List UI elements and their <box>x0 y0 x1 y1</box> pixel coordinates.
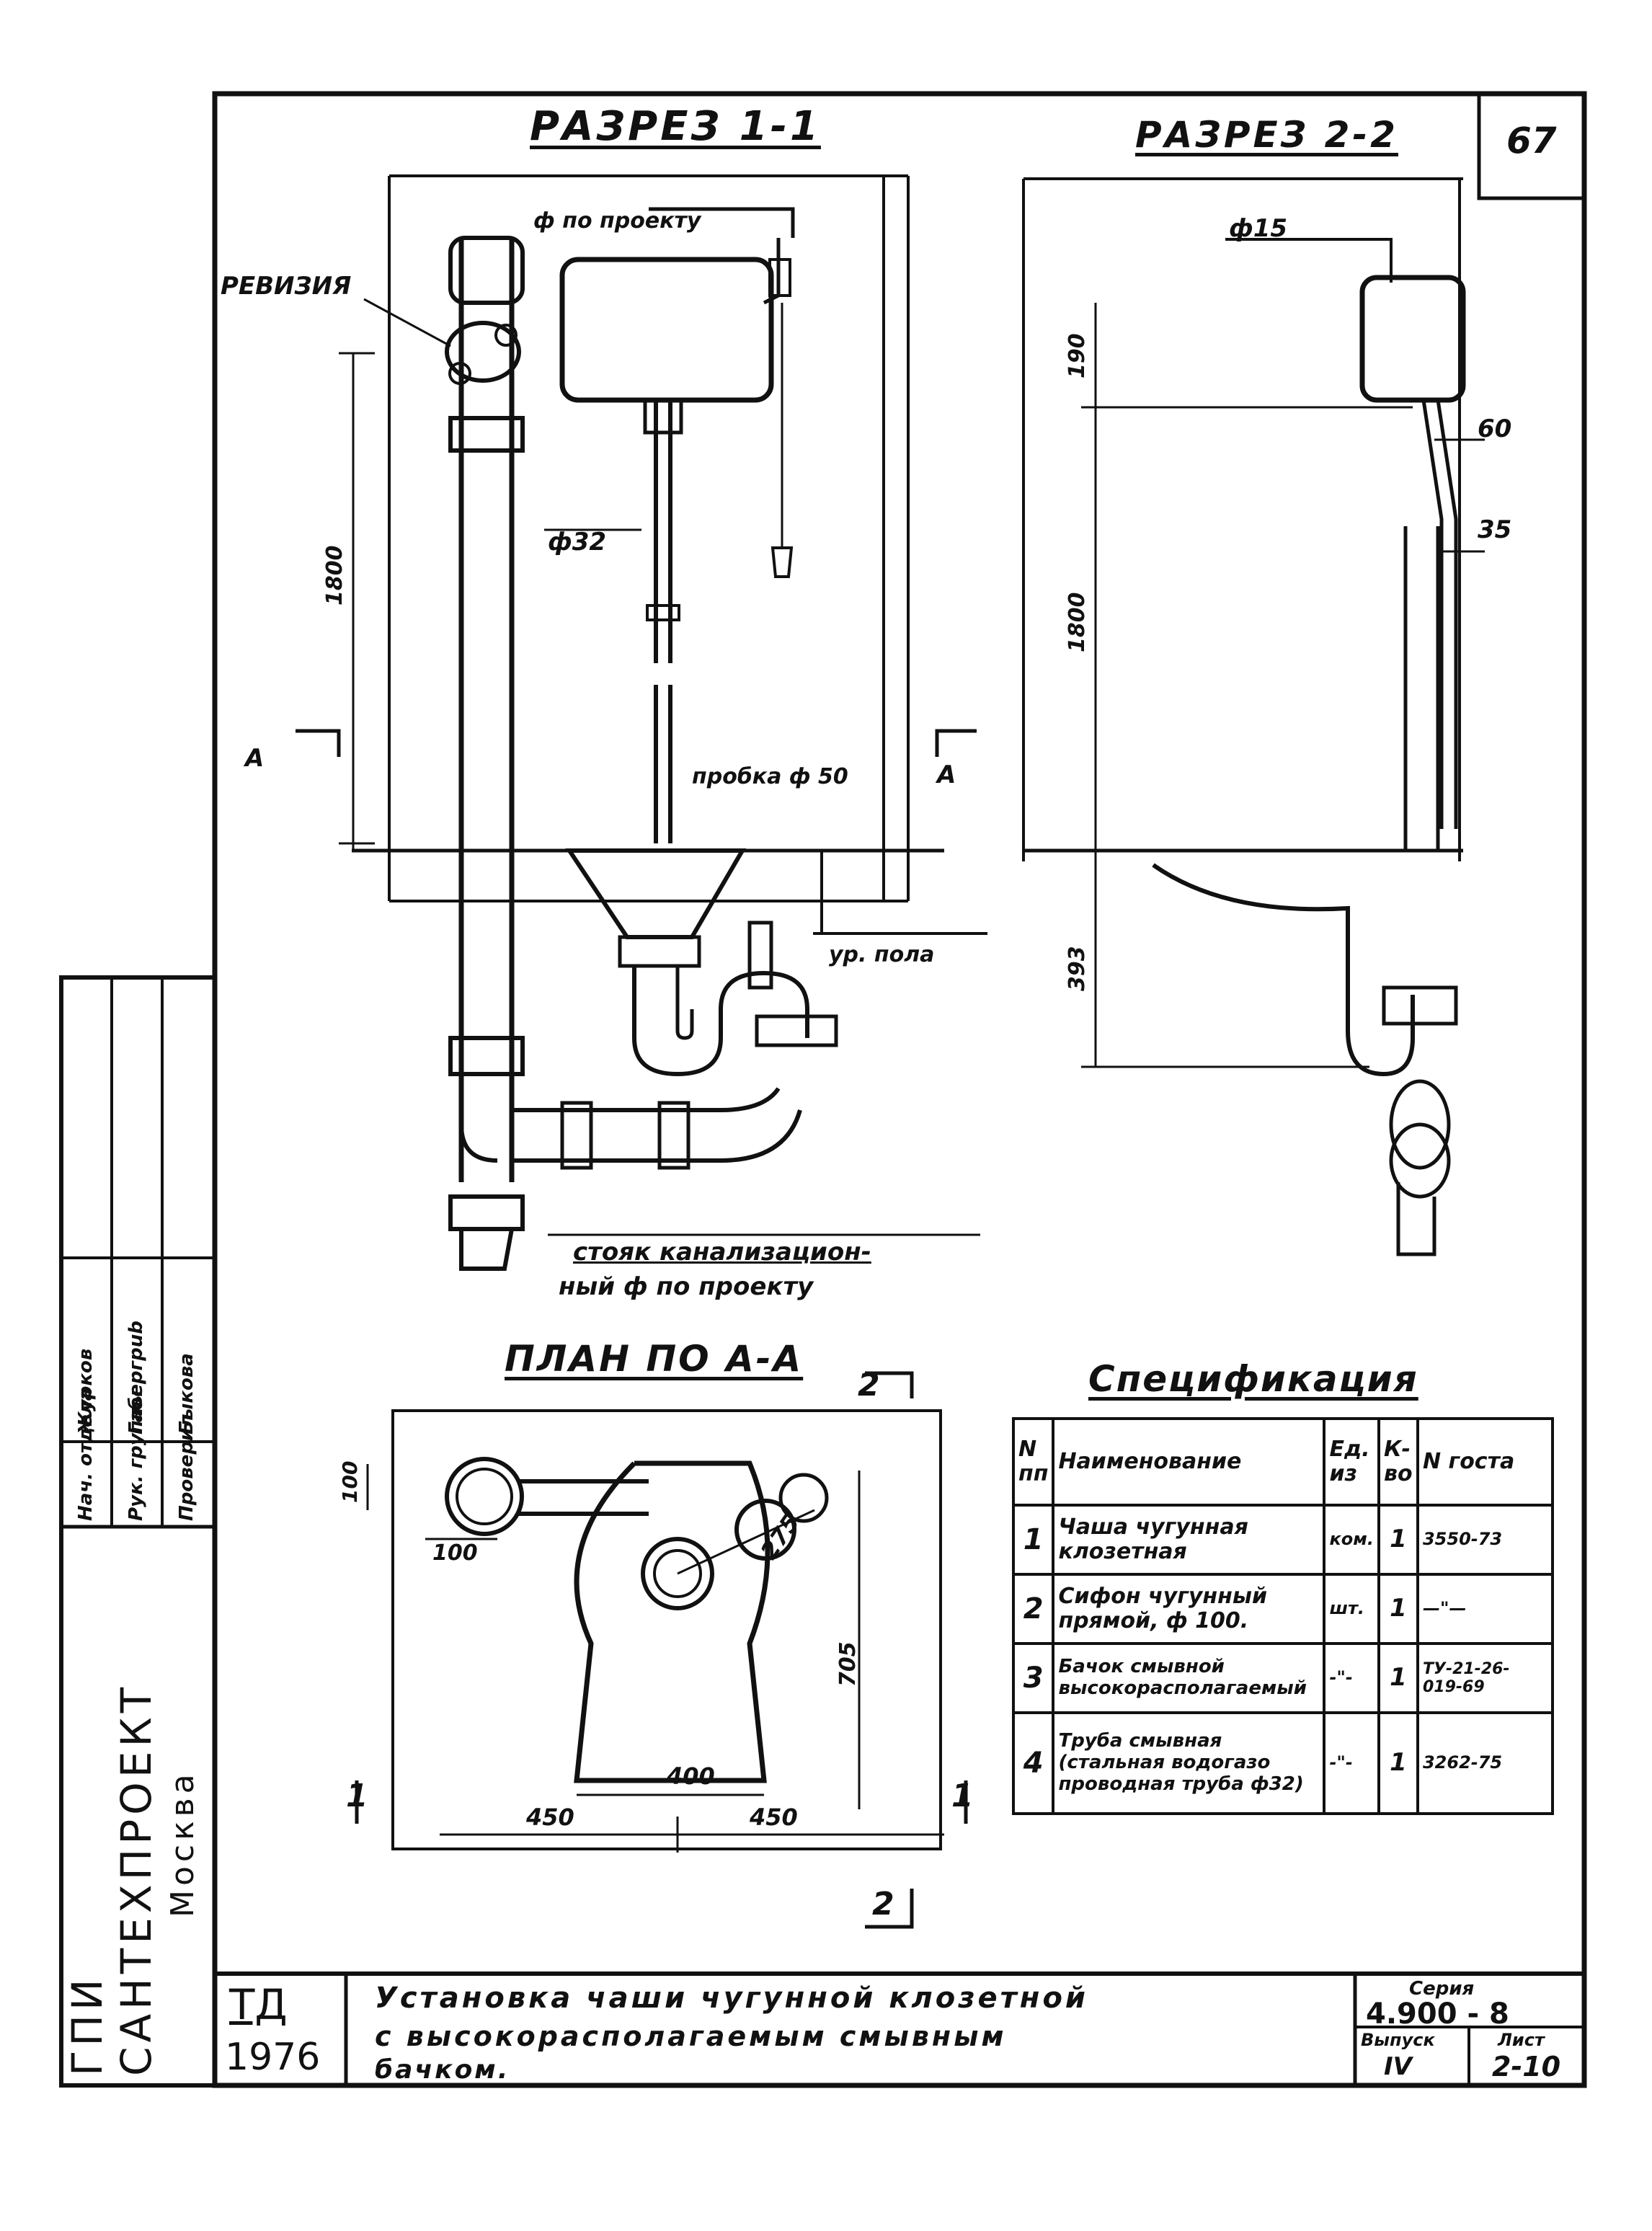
plan-a-a-drawing <box>355 1371 968 1929</box>
page-number-box <box>1477 92 1586 200</box>
series-label: Серия <box>1409 1978 1475 2000</box>
dim-450-right: 450 <box>750 1804 798 1831</box>
bowl-side <box>1152 863 1415 1077</box>
spec-row-name: Сифон чугунный прямой, ф 100. <box>1052 1573 1326 1645</box>
spec-row-num: 3 <box>1011 1642 1055 1714</box>
spec-row-qty: 1 <box>1377 1711 1419 1815</box>
dim-450-left: 450 <box>526 1804 574 1831</box>
revision-label: РЕВИЗИЯ <box>221 272 352 301</box>
spec-row-unit: -"- <box>1323 1711 1380 1815</box>
spec-row: 4 Труба смывная (стальная водогазо прово… <box>1011 1711 1555 1815</box>
sheet-value: 2-10 <box>1492 2051 1561 2083</box>
plan-mark-2-bottom: 2 <box>872 1886 894 1922</box>
stack-label-line1: стояк канализацион- <box>573 1238 871 1267</box>
spec-row: 1 Чаша чугунная клозетная ком. 1 3550-73 <box>1011 1504 1555 1576</box>
description-line-1: Установка чаши чугунной клозетной <box>375 1982 1088 2015</box>
dim-705: 705 <box>835 1641 861 1687</box>
td-code: ТД <box>229 1980 288 2029</box>
spec-header-unit: Ед. из <box>1323 1417 1380 1507</box>
spec-header-gost: N госта <box>1416 1417 1555 1507</box>
dim-393: 393 <box>1065 946 1090 991</box>
spec-row-gost: ТУ-21-26-019-69 <box>1416 1642 1555 1714</box>
dim-35: 35 <box>1478 515 1512 544</box>
section-2-title: РАЗРЕЗ 2-2 <box>1135 114 1398 156</box>
spec-title: Спецификация <box>1088 1358 1418 1400</box>
spec-row-num: 1 <box>1011 1504 1055 1576</box>
td-year: 1976 <box>225 2036 321 2079</box>
plan-bowl <box>574 1460 771 1783</box>
section-1-1-drawing <box>296 174 987 1271</box>
spec-row-qty: 1 <box>1377 1573 1419 1645</box>
dim-100-vertical: 100 <box>338 1460 362 1503</box>
plan-mark-2-top: 2 <box>858 1367 880 1403</box>
dim-60: 60 <box>1478 414 1512 443</box>
issue-label: Выпуск <box>1361 2030 1435 2050</box>
stack-side <box>1403 526 1440 851</box>
section-2-2-drawing <box>1022 177 1485 1256</box>
stack-label-line2: ный ф по проекту <box>559 1272 814 1301</box>
spec-row-unit: шт. <box>1323 1573 1380 1645</box>
spec-header-qty: К-во <box>1377 1417 1419 1507</box>
spec-header-row: N пп Наименование Ед. из К-во N госта <box>1011 1417 1555 1507</box>
plan-stack-socket <box>445 1457 524 1536</box>
siphon <box>632 966 809 1077</box>
revision-cover <box>445 321 521 383</box>
dim-1800-right: 1800 <box>1065 592 1090 653</box>
spec-row-gost: 3262-75 <box>1416 1711 1555 1815</box>
floor-level-label: ур. пола <box>829 942 935 967</box>
sewer-stack-pipe <box>458 238 515 1182</box>
page-number: 67 <box>1506 120 1557 161</box>
description-line-3: бачком. <box>375 2055 510 2085</box>
flush-pipe <box>654 400 672 843</box>
spec-header-num: N пп <box>1011 1417 1055 1507</box>
spec-row-name: Чаша чугунная клозетная <box>1052 1504 1326 1576</box>
spec-row-qty: 1 <box>1377 1504 1419 1576</box>
org-name-gpi: ГПИ <box>63 1974 112 2076</box>
spec-row: 2 Сифон чугунный прямой, ф 100. шт. 1 —"… <box>1011 1573 1555 1645</box>
sheet-label: Лист <box>1498 2030 1545 2050</box>
issue-value: IV <box>1384 2052 1412 2081</box>
plug-label: пробка ф 50 <box>692 764 848 789</box>
supply-15-label: ф15 <box>1229 214 1288 243</box>
plan-title: ПЛАН ПО А-А <box>505 1338 804 1380</box>
spec-row-name: Бачок смывной высокорасполагаемый <box>1052 1642 1326 1714</box>
dim-400: 400 <box>667 1762 715 1790</box>
spec-row-name: Труба смывная (стальная водогазо проводн… <box>1052 1711 1326 1815</box>
dim-1800-left: 1800 <box>322 545 347 606</box>
spec-row-qty: 1 <box>1377 1642 1419 1714</box>
toilet-bowl <box>565 848 747 939</box>
spec-row-num: 2 <box>1011 1573 1055 1645</box>
supply-pipe-label: ф по проекту <box>533 208 701 234</box>
series-value: 4.900 - 8 <box>1366 1997 1509 2031</box>
left-strip <box>59 975 217 2088</box>
section-mark-a-left: А <box>245 744 265 773</box>
horizontal-drain <box>459 1087 802 1163</box>
specification-table: N пп Наименование Ед. из К-во N госта 1 … <box>1011 1417 1555 1815</box>
spec-row-gost: 3550-73 <box>1416 1504 1555 1576</box>
spec-header-name: Наименование <box>1052 1417 1326 1507</box>
spec-row-num: 4 <box>1011 1711 1055 1815</box>
cistern <box>559 257 774 403</box>
dim-100-horizontal: 100 <box>432 1540 478 1566</box>
cistern-side <box>1359 275 1466 403</box>
org-city: Москва <box>164 1770 201 1917</box>
name-group-leader: Габергрub <box>125 1321 147 1434</box>
spec-row-unit: ком. <box>1323 1504 1380 1576</box>
spec-row: 3 Бачок смывной высокорасполагаемый -"- … <box>1011 1642 1555 1714</box>
org-name-santehproekt: САНТЕХПРОЕКТ <box>112 1682 161 2076</box>
section-1-title: РАЗРЕЗ 1-1 <box>530 103 821 150</box>
name-head-of-dept: Журков <box>75 1348 97 1434</box>
dim-190: 190 <box>1065 333 1090 378</box>
description-line-2: с высокорасполагаемым смывным <box>375 2021 1007 2052</box>
spec-row-unit: -"- <box>1323 1642 1380 1714</box>
plan-mark-1-right: 1 <box>951 1778 974 1814</box>
spec-row-gost: —"— <box>1416 1573 1555 1645</box>
section-mark-a-right: А <box>937 760 956 789</box>
plan-mark-1-left: 1 <box>346 1778 368 1814</box>
flush-pipe-label: ф32 <box>548 528 607 556</box>
name-checked: Быкова <box>176 1353 197 1434</box>
